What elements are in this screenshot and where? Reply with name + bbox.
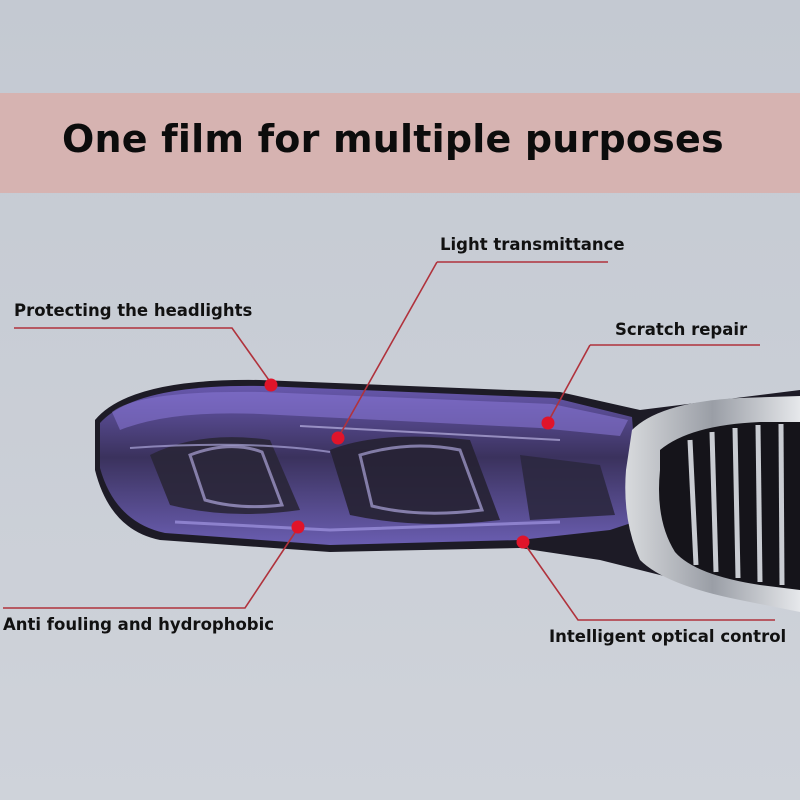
marker-protect <box>264 378 278 392</box>
callout-light-transmittance: Light transmittance <box>440 235 625 254</box>
callout-scratch-repair: Scratch repair <box>615 320 748 339</box>
title-banner <box>0 93 800 193</box>
grille-slats <box>687 423 785 586</box>
banner-title: One film for multiple purposes <box>62 117 724 161</box>
headlight-internals <box>129 425 615 532</box>
marker-intel <box>516 535 530 549</box>
marker-anti <box>291 520 305 534</box>
marker-light <box>331 431 345 445</box>
marker-scratch <box>541 416 555 430</box>
callout-anti-fouling: Anti fouling and hydrophobic <box>3 615 275 634</box>
callout-intelligent-optical: Intelligent optical control <box>549 627 787 646</box>
marker-dots <box>264 378 555 549</box>
leader-lines <box>3 261 775 621</box>
callout-protecting-headlights: Protecting the headlights <box>14 301 253 320</box>
film-highlight <box>112 391 628 436</box>
